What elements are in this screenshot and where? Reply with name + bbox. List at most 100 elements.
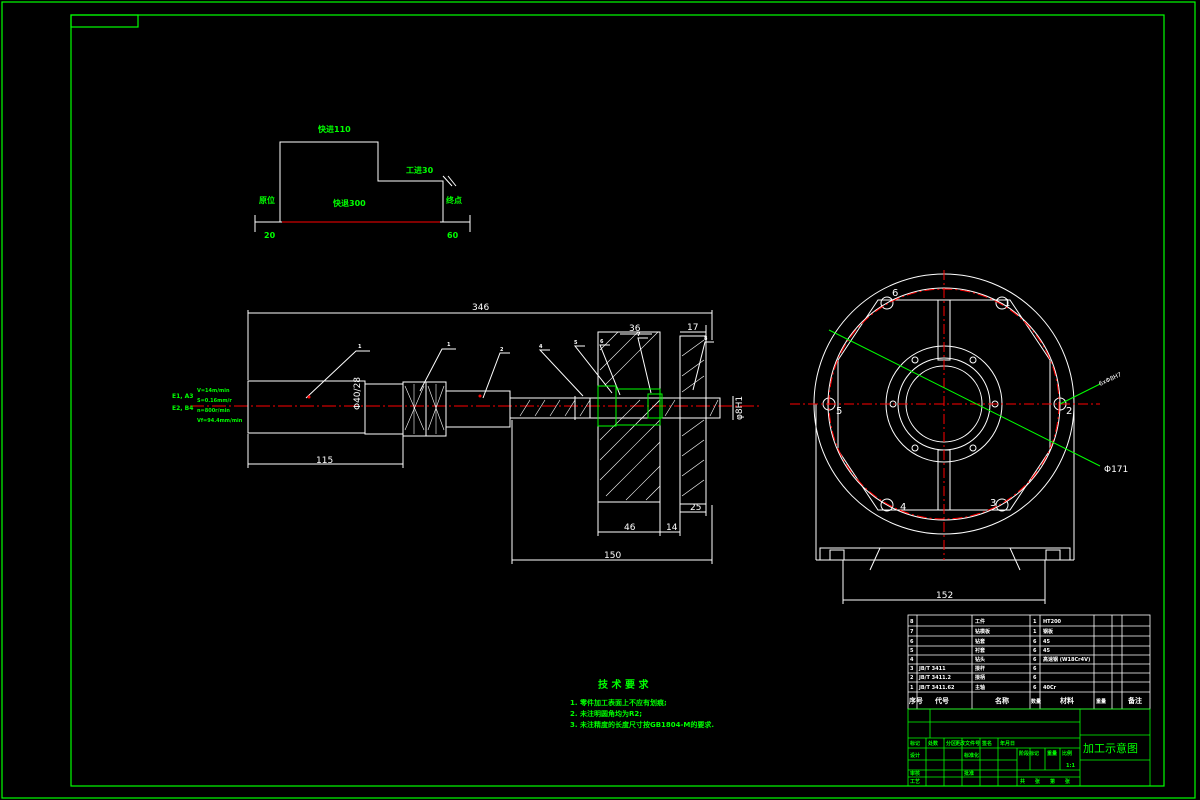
sign-label: 更改文件号 — [955, 740, 980, 747]
bom-row-qty: 6 — [1033, 675, 1037, 681]
leader-5: 5 — [574, 340, 578, 346]
pcd-label: Φ171 — [1104, 465, 1128, 475]
bom-row-no: 8 — [910, 619, 914, 625]
bom-row-name: 钻头 — [975, 656, 985, 663]
sheet-label: 张 — [1065, 778, 1071, 785]
bom-row-code: JB/T 3411 — [918, 666, 946, 672]
leader-2: 2 — [500, 347, 504, 353]
bom-row-mat: 40Cr — [1043, 685, 1057, 691]
bom-row-mat: 钢板 — [1043, 628, 1054, 635]
dim-36: 36 — [629, 324, 641, 334]
bom-header-weight: 重量 — [1096, 698, 1106, 705]
bom-header-code: 代号 — [934, 696, 949, 705]
role-label: 审核 — [910, 770, 920, 777]
end-position-label: 终点 — [445, 195, 462, 205]
bom-row-no: 1 — [910, 685, 914, 691]
std-label: 批准 — [964, 770, 974, 777]
bom-header-note: 备注 — [1127, 696, 1142, 705]
drawing-title: 加工示意图 — [1083, 741, 1138, 755]
sketch-dim-right: 60 — [447, 231, 459, 240]
leader-8: 8 — [704, 336, 708, 342]
hole-label-6: 6 — [892, 288, 898, 299]
width-label: 152 — [936, 591, 953, 601]
hole-label-4: 4 — [900, 502, 906, 513]
mark-left-1: E1, A3 — [172, 393, 193, 400]
bom-row-qty: 6 — [1033, 648, 1037, 654]
stage-label: 阶段标记 — [1019, 750, 1039, 757]
sign-label: 年月日 — [1000, 740, 1015, 747]
rapid-back-label: 快退300 — [333, 198, 366, 208]
dim-diameter: Φ40/28 — [353, 377, 363, 410]
hole-label-5: 5 — [836, 406, 842, 417]
bom-table: 8 工件 1 HT200 7 钻模板 1 钢板 6 钻套 6 45 5 衬套 6… — [907, 614, 1151, 710]
dim-left-length: 115 — [316, 456, 333, 466]
bom-row-no: 4 — [910, 657, 914, 663]
bom-row-no: 5 — [910, 648, 914, 654]
bom-row-mat: HT200 — [1043, 619, 1062, 625]
leader-4: 4 — [539, 344, 543, 350]
bom-header-name: 名称 — [995, 696, 1009, 705]
sign-label: 分区 — [946, 740, 956, 747]
sketch-dim-left: 20 — [264, 231, 276, 240]
bom-row-code: JB/T 3411.2 — [918, 675, 951, 681]
work-feed-label: 工进30 — [406, 165, 434, 175]
mark-left-2: E2, B4 — [172, 405, 193, 412]
cutting-parameters: V=14m/min S=0.16mm/r n=800r/min Vf=94.4m… — [172, 388, 243, 424]
bom-row-mat: 45 — [1043, 639, 1050, 645]
stage-label: 重量 — [1047, 750, 1057, 757]
bom-row-name: 钻套 — [975, 638, 985, 645]
dim-14: 14 — [666, 523, 678, 533]
start-position-label: 原位 — [259, 195, 275, 205]
tech-req-item-3: 3. 未注精度的长度尺寸按GB1804-M的要求. — [570, 720, 714, 729]
bom-row-qty: 6 — [1033, 685, 1037, 691]
tech-req-title: 技 术 要 求 — [598, 678, 649, 691]
bom-row-name: 衬套 — [974, 647, 985, 654]
leader-1b: 1 — [447, 342, 451, 348]
scale-value: 1:1 — [1066, 763, 1075, 769]
dim-overall: 346 — [472, 303, 489, 313]
cut-param-2: S=0.16mm/r — [197, 398, 232, 404]
cut-param-1: V=14m/min — [197, 388, 230, 394]
sign-label: 标记 — [909, 740, 920, 747]
sheet-label: 张 — [1035, 778, 1041, 785]
sign-label: 签名 — [981, 740, 992, 747]
role-label: 工艺 — [910, 778, 920, 785]
bom-row-no: 7 — [910, 629, 914, 635]
hole-spec-label: 6xΦ8H7 — [1098, 371, 1123, 388]
bom-row-mat: 45 — [1043, 648, 1050, 654]
stage-label: 比例 — [1062, 750, 1072, 757]
bom-row-qty: 6 — [1033, 657, 1037, 663]
bom-row-mat: 高速钢 (W18Cr4V) — [1043, 656, 1090, 663]
front-view-housing: 1 2 3 4 5 6 6xΦ8H7 Φ171 152 — [790, 270, 1128, 604]
cut-param-4: Vf=94.4mm/min — [197, 418, 243, 424]
dim-right-diameter: φ8H1 — [735, 396, 745, 420]
tech-req-item-1: 1. 零件加工表面上不应有划痕; — [570, 698, 667, 707]
bom-row-name: 接柄 — [974, 674, 985, 681]
leader-6: 6 — [600, 339, 604, 345]
dim-46: 46 — [624, 523, 636, 533]
dim-25: 25 — [690, 503, 701, 513]
bom-row-code: JB/T 3411.62 — [918, 685, 955, 691]
leader-1a: 1 — [358, 344, 362, 350]
tech-req-item-2: 2. 未注明圆角均为R2; — [570, 709, 642, 718]
technical-requirements: 技 术 要 求 1. 零件加工表面上不应有划痕; 2. 未注明圆角均为R2; 3… — [570, 678, 714, 729]
bom-header-qty: 数量 — [1031, 698, 1041, 705]
sheet-label: 共 — [1020, 778, 1025, 785]
bom-row-no: 6 — [910, 639, 914, 645]
bom-row-qty: 6 — [1033, 639, 1037, 645]
bom-row-qty: 1 — [1033, 629, 1037, 635]
bom-header-mat: 材料 — [1059, 696, 1074, 705]
hole-label-2: 2 — [1066, 406, 1072, 417]
bom-row-qty: 1 — [1033, 619, 1037, 625]
rapid-in-label: 快进110 — [318, 124, 351, 134]
bom-row-name: 工件 — [975, 618, 985, 625]
bom-row-name: 接杆 — [974, 665, 985, 672]
sheet-label: 第 — [1050, 778, 1055, 785]
bom-row-qty: 6 — [1033, 666, 1037, 672]
cut-param-3: n=800r/min — [197, 408, 230, 414]
hole-label-1: 1 — [1004, 298, 1010, 309]
side-view-assembly: 346 115 Φ40/28 φ8H1 36 17 46 14 25 150 1… — [172, 303, 760, 564]
bom-header-no: 序号 — [908, 696, 923, 705]
